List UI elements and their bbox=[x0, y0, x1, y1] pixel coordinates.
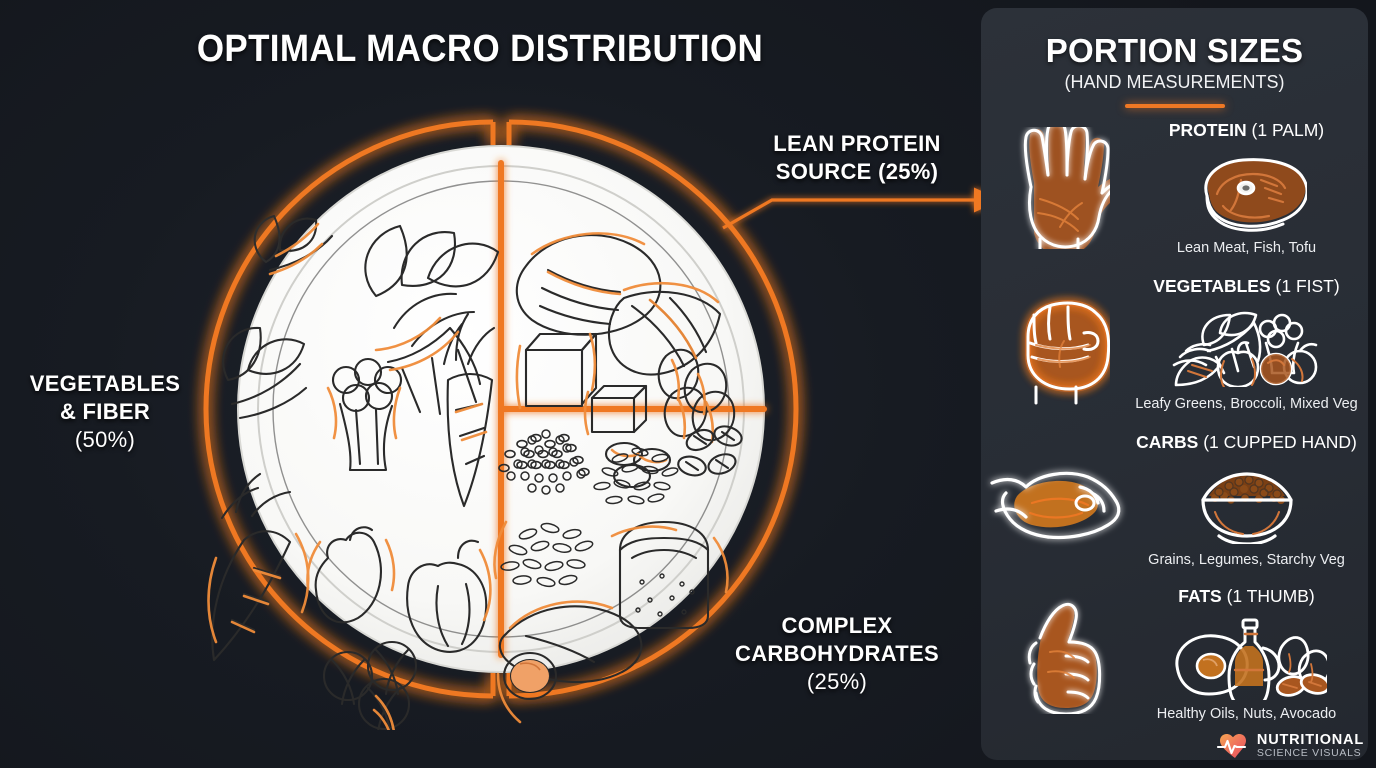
heart-pulse-icon bbox=[1216, 734, 1246, 758]
logo-line2: SCIENCE VISUALS bbox=[1256, 747, 1362, 760]
portion-caption-carbs: Grains, Legumes, Starchy Veg bbox=[1148, 552, 1345, 568]
vegetable-food-illustrations bbox=[211, 214, 500, 730]
portion-name: CARBS bbox=[1136, 432, 1199, 452]
portion-row-carbs[interactable]: CARBS (1 CUPPED HAND) bbox=[981, 432, 1368, 568]
thumbs-up-icon bbox=[981, 594, 1133, 714]
logo-line1: NUTRITIONAL bbox=[1256, 731, 1364, 748]
portion-measure: (1 CUPPED HAND) bbox=[1203, 432, 1357, 452]
open-palm-icon bbox=[981, 127, 1133, 249]
panel-subtitle: (HAND MEASUREMENTS) bbox=[1064, 72, 1285, 92]
carb-accent-strokes bbox=[493, 520, 729, 724]
carb-food-illustrations bbox=[498, 425, 743, 701]
plate-label-protein: LEAN PROTEIN SOURCE (25%) bbox=[752, 130, 962, 186]
portion-name: FATS bbox=[1178, 586, 1222, 606]
carbs-label-line2: CARBOHYDRATES bbox=[735, 641, 939, 667]
carbs-label-percent: (25%) bbox=[806, 669, 868, 695]
brand-logo: NUTRITIONAL SCIENCE VISUALS bbox=[1216, 731, 1364, 760]
veg-label-line2: & FIBER bbox=[59, 399, 151, 425]
portion-name: PROTEIN bbox=[1168, 120, 1247, 140]
panel-title: PORTION SIZES bbox=[1045, 32, 1304, 69]
portion-measure: (1 THUMB) bbox=[1226, 586, 1315, 606]
macro-plate-diagram bbox=[180, 88, 822, 730]
vegetable-accent-strokes bbox=[207, 222, 492, 730]
veg-label-percent: (50%) bbox=[74, 427, 136, 453]
portion-row-vegetables[interactable]: VEGETABLES (1 FIST) bbox=[981, 276, 1368, 412]
plate-accent-ring bbox=[203, 119, 799, 699]
portion-heading-fats: FATS (1 THUMB) bbox=[1133, 586, 1360, 607]
fist-icon bbox=[981, 283, 1133, 405]
plate-label-vegetables: VEGETABLES & FIBER (50%) bbox=[10, 370, 200, 454]
carb-fill-accents bbox=[511, 660, 549, 692]
cupped-hand-icon bbox=[981, 445, 1133, 555]
portion-name: VEGETABLES bbox=[1153, 276, 1271, 296]
panel-divider bbox=[1124, 104, 1225, 108]
protein-label-line2: SOURCE (25%) bbox=[775, 159, 939, 185]
page-title: OPTIMAL MACRO DISTRIBUTION bbox=[196, 28, 764, 70]
protein-label-line1: LEAN PROTEIN bbox=[773, 131, 941, 156]
portion-heading-carbs: CARBS (1 CUPPED HAND) bbox=[1133, 432, 1360, 453]
portion-caption-protein: Lean Meat, Fish, Tofu bbox=[1176, 240, 1317, 256]
plate-label-carbs: COMPLEX CARBOHYDRATES (25%) bbox=[722, 612, 952, 696]
carbs-label-line1: COMPLEX bbox=[781, 613, 893, 638]
portion-row-protein[interactable]: PROTEIN (1 PALM) bbox=[981, 120, 1368, 256]
portion-measure: (1 PALM) bbox=[1251, 120, 1325, 140]
portion-caption-fats: Healthy Oils, Nuts, Avocado bbox=[1156, 706, 1337, 722]
plate-dividers bbox=[498, 160, 767, 658]
oil-nuts-avocado-icon bbox=[1133, 611, 1360, 703]
portion-heading-protein: PROTEIN (1 PALM) bbox=[1133, 120, 1360, 141]
portion-sizes-panel: PORTION SIZES (HAND MEASUREMENTS) bbox=[981, 8, 1368, 760]
veg-label-line1: VEGETABLES bbox=[29, 371, 181, 396]
grain-bowl-icon bbox=[1133, 457, 1360, 549]
mixed-vegetables-icon bbox=[1133, 301, 1360, 393]
portion-heading-vegetables: VEGETABLES (1 FIST) bbox=[1133, 276, 1360, 297]
portion-row-fats[interactable]: FATS (1 THUMB) bbox=[981, 586, 1368, 722]
portion-caption-vegetables: Leafy Greens, Broccoli, Mixed Veg bbox=[1135, 396, 1358, 412]
steak-icon bbox=[1133, 145, 1360, 237]
portion-measure: (1 FIST) bbox=[1275, 276, 1340, 296]
